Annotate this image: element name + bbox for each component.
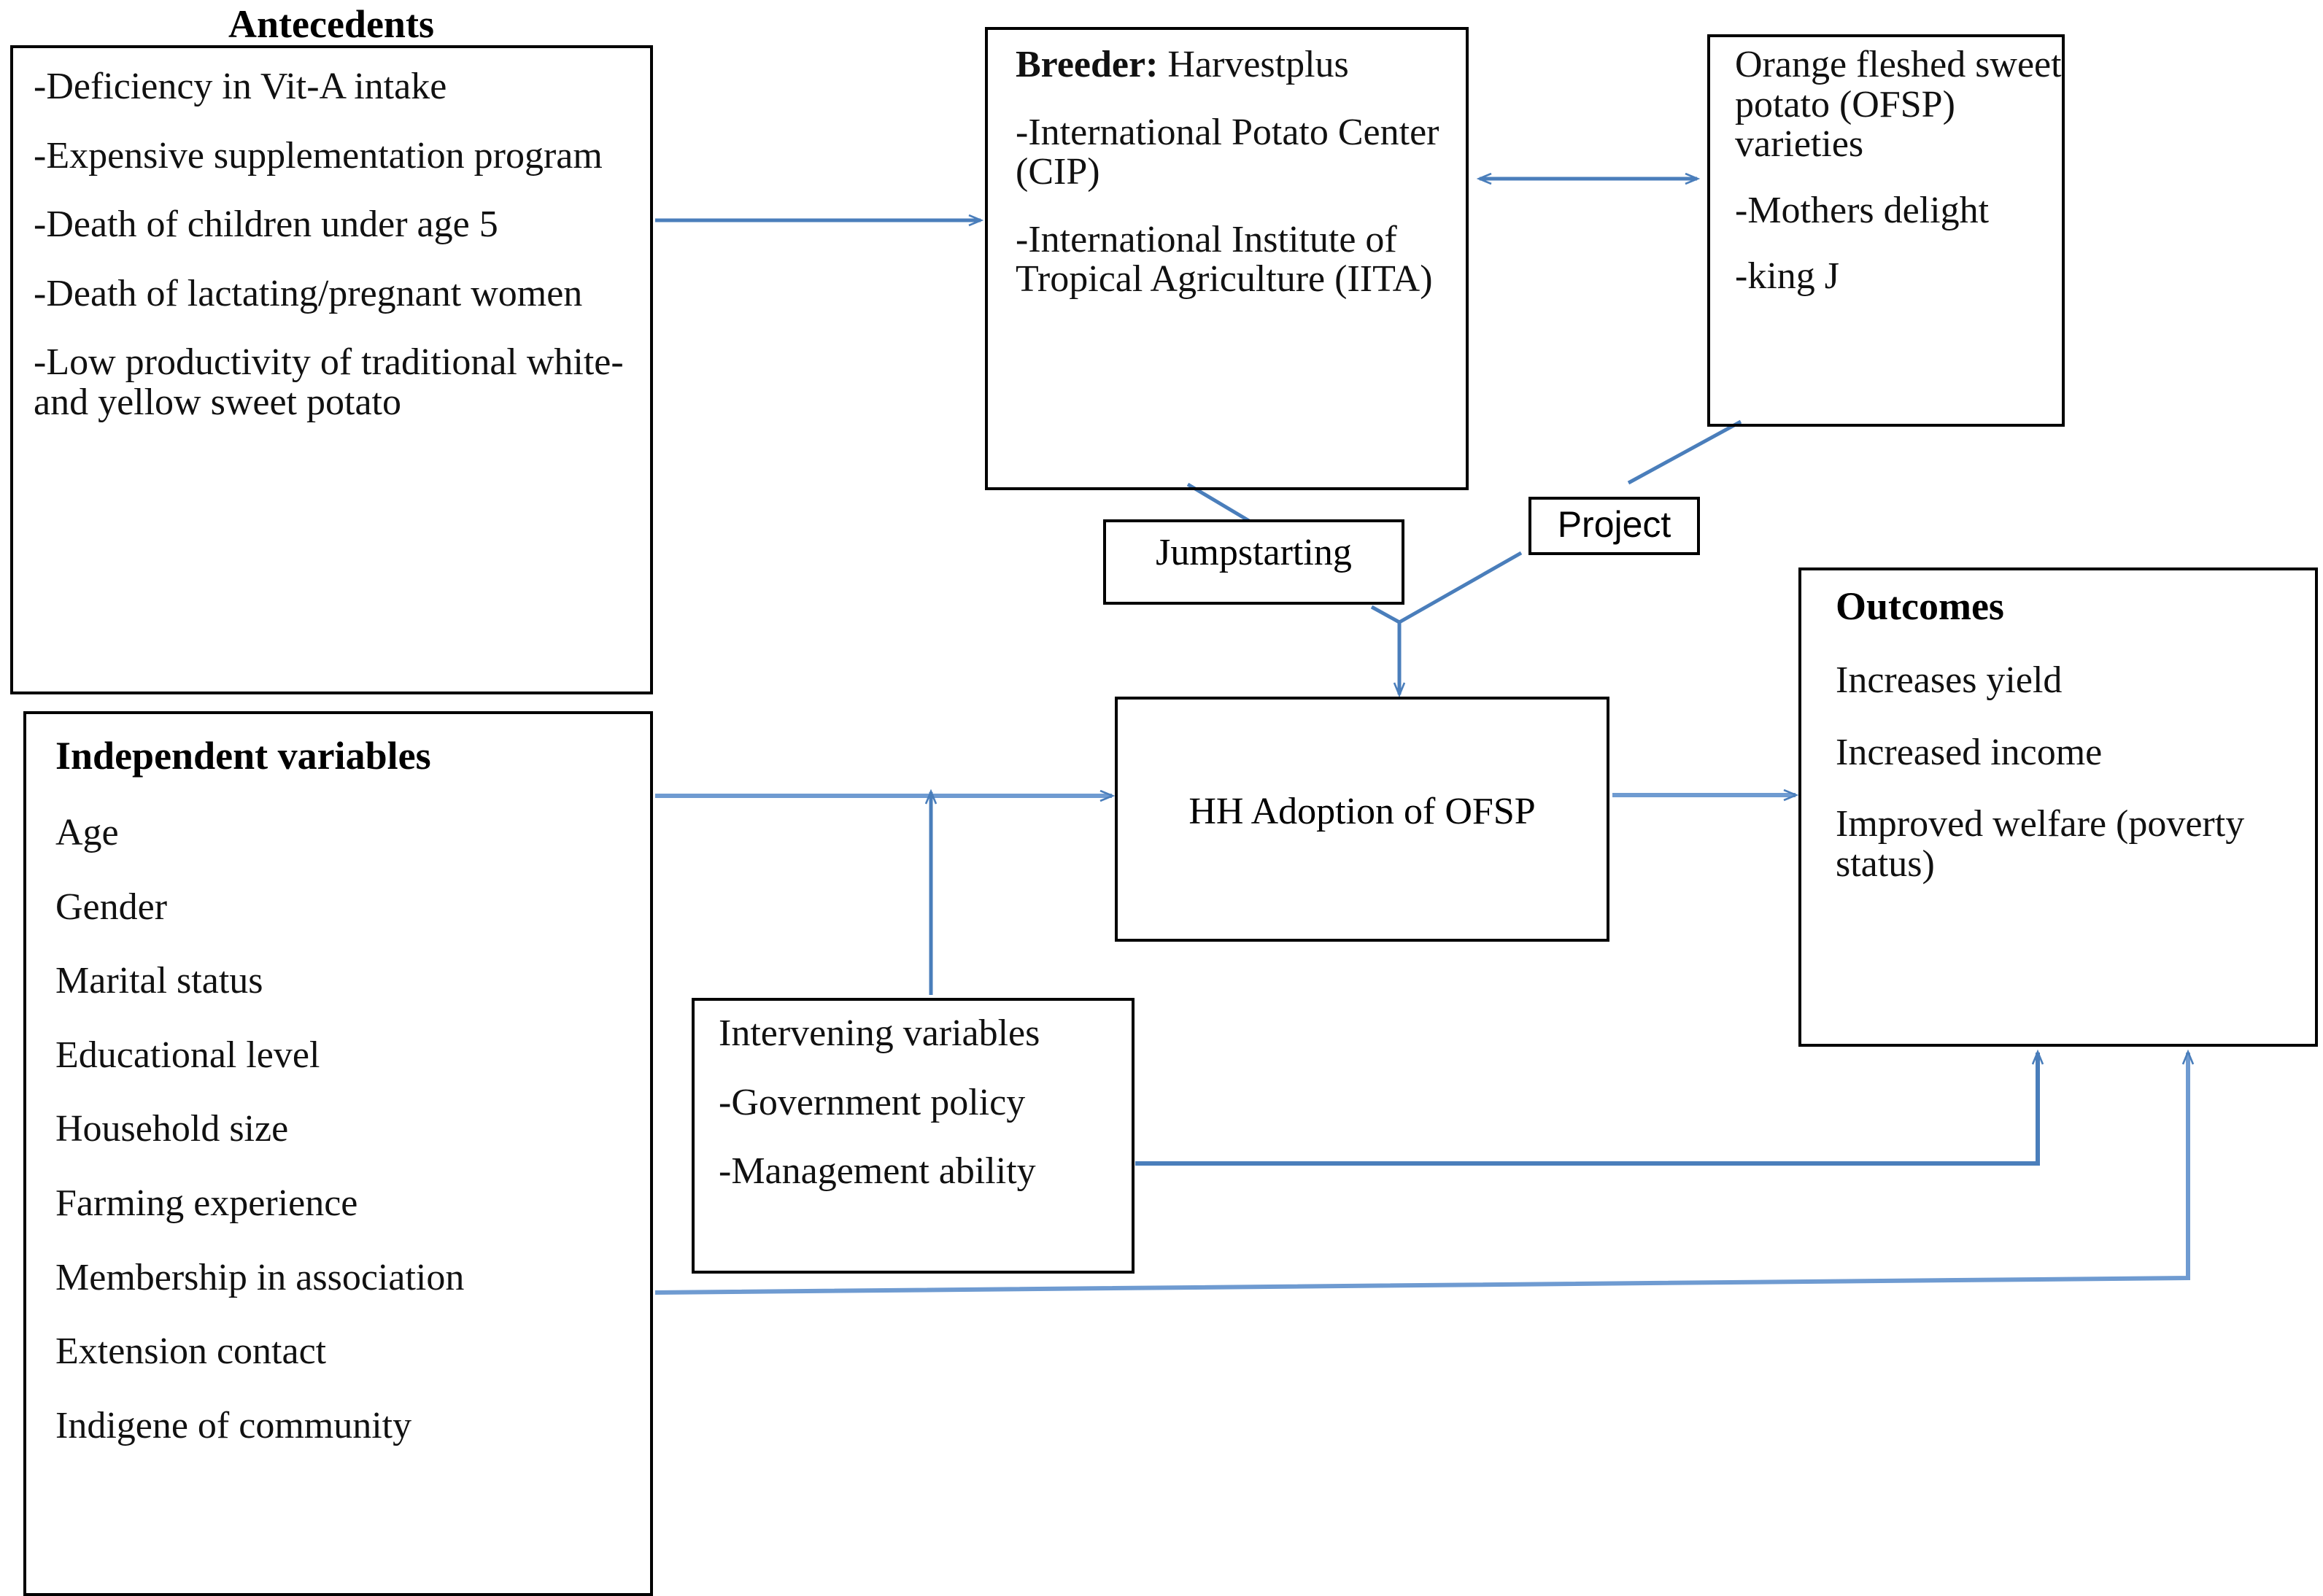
jumpstarting-label: Jumpstarting [1156, 532, 1352, 573]
ofsp-item: -king J [1735, 255, 1839, 298]
antecedents-item: -Death of lactating/pregnant women [34, 272, 583, 314]
outcomes-title: Outcomes [1836, 584, 2004, 628]
antecedents-item: -Expensive supplementation program [34, 134, 603, 177]
intervening-variables-title: Intervening variables [719, 1012, 1040, 1054]
outcomes-item: Improved welfare (poverty status) [1836, 803, 2254, 885]
outcomes-item: Increases yield [1836, 659, 2063, 701]
outcomes-box [1798, 567, 2318, 1047]
outcomes-item: Increased income [1836, 731, 2103, 773]
antecedents-item: -Death of children under age 5 [34, 204, 498, 246]
list-item: Farming experience [55, 1182, 358, 1224]
list-item: Gender [55, 886, 168, 928]
breeder-item: -International Institute of Tropical Agr… [1016, 218, 1433, 301]
outcomes-content: Outcomes Increases yield Increased incom… [1836, 584, 2310, 916]
list-item: Marital status [55, 960, 263, 1002]
connector-jumpstarting-to-junction [1370, 605, 1401, 624]
list-item: Educational level [55, 1034, 320, 1076]
breeder-item: -International Potato Center (CIP) [1016, 111, 1449, 193]
ofsp-heading: Orange fleshed sweet potato (OFSP) varie… [1735, 44, 2071, 166]
ofsp-item: -Mothers delight [1735, 189, 1990, 231]
list-item: Extension contact [55, 1330, 327, 1373]
antecedents-item: -Low productivity of traditional white-a… [34, 341, 624, 423]
breeder-heading: Breeder: Harvestplus [1016, 44, 1468, 85]
outcomes-list: Increases yield Increased income Improve… [1836, 659, 2310, 885]
independent-variables-title: Independent variables [55, 734, 431, 778]
intervening-item: -Government policy [719, 1081, 1026, 1123]
independent-variables-box [23, 711, 653, 1596]
ofsp-varieties-content: Orange fleshed sweet potato (OFSP) varie… [1735, 44, 2071, 323]
breeder-content: Breeder: Harvestplus -International Pota… [1016, 44, 1468, 328]
independent-variables-content: Independent variables Age Gender Marital… [55, 733, 639, 1480]
antecedents-title: Antecedents [228, 2, 434, 46]
list-item: Membership in association [55, 1256, 465, 1298]
antecedents-list: -Deficiency in Vit-A intake -Expensive s… [34, 66, 639, 452]
list-item: Household size [55, 1108, 289, 1150]
hh-adoption-box [1115, 697, 1609, 942]
intervening-item: -Management ability [719, 1150, 1036, 1193]
project-label: Project [1557, 504, 1671, 545]
intervening-variables-content: Intervening variables -Government policy… [719, 1012, 1127, 1221]
connector-project-to-junction [1398, 551, 1523, 624]
connector-ofsp-to-project [1627, 419, 1742, 485]
breeder-value: Harvestplus [1158, 44, 1349, 85]
list-item: Age [55, 812, 119, 853]
ofsp-varieties-box [1707, 34, 2065, 427]
connector-intervening-to-outcomes [1135, 1053, 2038, 1166]
project-box [1528, 497, 1700, 555]
list-item: Indigene of community [55, 1404, 412, 1446]
breeder-label: Breeder: [1016, 44, 1159, 85]
antecedents-item: -Deficiency in Vit-A intake [34, 66, 447, 107]
antecedents-box [10, 45, 653, 694]
hh-adoption-label: HH Adoption of OFSP [1188, 791, 1536, 832]
independent-variables-list: Age Gender Marital status Educational le… [55, 813, 639, 1446]
